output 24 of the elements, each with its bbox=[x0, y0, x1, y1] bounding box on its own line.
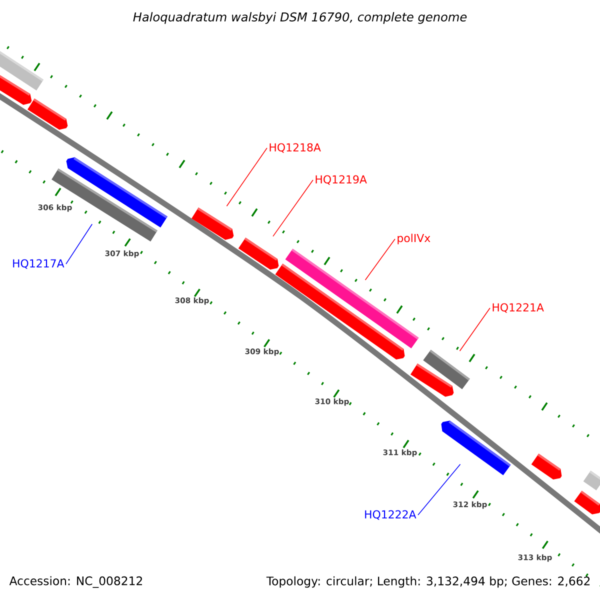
gene-bar bbox=[192, 208, 234, 240]
leader-line bbox=[418, 464, 461, 516]
gene-bar bbox=[28, 98, 68, 130]
gene-label: HQ1221A bbox=[492, 303, 544, 313]
leader-line bbox=[226, 148, 268, 207]
leader-line bbox=[364, 238, 396, 280]
accession-text: Accession: NC_008212 bbox=[9, 576, 142, 588]
gene-bar bbox=[583, 470, 600, 490]
leader-line bbox=[272, 180, 314, 237]
gene-label: HQ1222A bbox=[365, 510, 416, 520]
genome-info-text: Topology: circular; Length: 3,132,494 bp; Genes: 2,662 bbox=[266, 576, 590, 588]
gene-bar bbox=[441, 420, 511, 476]
gene-bar bbox=[238, 238, 279, 270]
gene-label: HQ1217A bbox=[13, 259, 64, 269]
gene-bar bbox=[0, 73, 32, 105]
title: Haloquadratum walsbyi DSM 16790, complete genome bbox=[133, 12, 467, 24]
gene-label: HQ1219A bbox=[316, 175, 367, 185]
gene-bar bbox=[574, 490, 600, 514]
gene-bar bbox=[531, 454, 562, 480]
leader-line bbox=[66, 224, 93, 264]
leader-line bbox=[459, 308, 490, 352]
gene-bar bbox=[410, 364, 454, 397]
gene-label: HQ1218A bbox=[270, 143, 321, 153]
gene-label: polIVx bbox=[398, 234, 430, 244]
